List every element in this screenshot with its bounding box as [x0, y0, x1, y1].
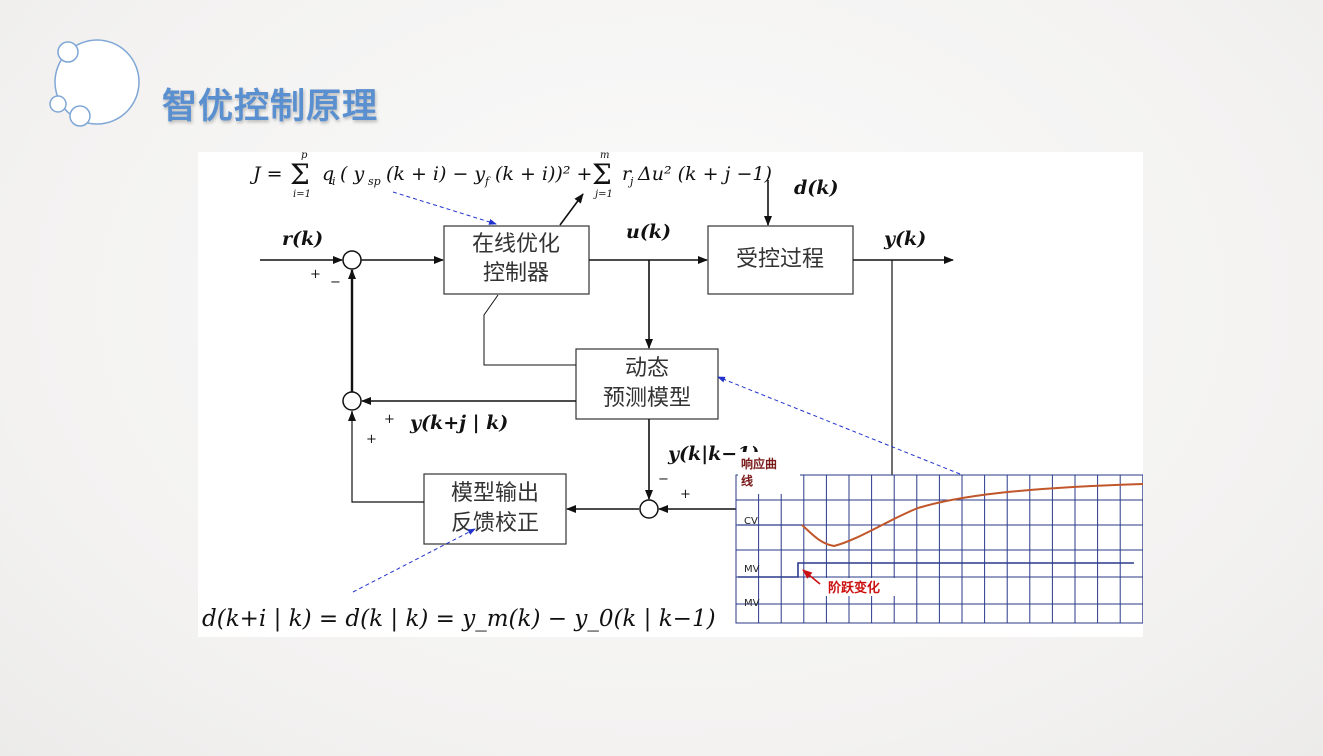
svg-text:p: p — [301, 152, 308, 161]
mv1-label: MV — [744, 564, 760, 575]
prediction-model-block: 动态 预测模型 — [575, 348, 719, 420]
svg-text:−: − — [330, 275, 341, 290]
svg-text:+: + — [680, 487, 691, 502]
svg-text:预测模型: 预测模型 — [603, 386, 691, 411]
svg-text:r: r — [622, 163, 633, 185]
chart-title-line2: 线 — [741, 473, 753, 488]
svg-text:+: + — [384, 412, 395, 427]
cv-label: CV — [744, 516, 758, 527]
optimizer-block: 在线优化 控制器 — [443, 225, 590, 295]
svg-text:(k + i) − y: (k + i) − y — [386, 163, 485, 185]
svg-text:j: j — [627, 175, 634, 188]
svg-text:Σ: Σ — [290, 158, 310, 191]
svg-text:在线优化: 在线优化 — [472, 232, 560, 257]
process-block: 受控过程 — [707, 225, 854, 295]
mv2-label: MV — [744, 598, 760, 609]
small-bubble-icon — [57, 41, 79, 63]
svg-text:i=1: i=1 — [293, 189, 311, 200]
summing-junction-1 — [342, 250, 362, 270]
svg-text:+: + — [366, 432, 377, 447]
response-chart: 响应曲 线 CV MV MV 阶跃变化 — [735, 452, 1143, 624]
svg-text:J =: J = — [249, 163, 283, 185]
step-change-annotation: 阶跃变化 — [828, 580, 880, 596]
small-bubble-icon — [69, 105, 91, 127]
svg-text:i: i — [332, 175, 336, 188]
annotation-arrow — [802, 569, 821, 585]
svg-text:q: q — [322, 163, 334, 185]
signal-y-label: y(k) — [883, 228, 926, 250]
svg-text:j=1: j=1 — [593, 189, 613, 200]
chart-grid — [736, 475, 1143, 623]
disturbance-equation: d(k+i | k) = d(k | k) = y_m(k) − y_0(k |… — [202, 606, 716, 632]
svg-text:受控过程: 受控过程 — [736, 247, 824, 272]
signal-prediction-label: y(k+j | k) — [409, 412, 508, 434]
svg-text:sp: sp — [368, 175, 381, 188]
svg-text:反馈校正: 反馈校正 — [451, 511, 539, 536]
svg-text:(k + i))² +: (k + i))² + — [495, 163, 592, 185]
svg-text:模型输出: 模型输出 — [451, 481, 539, 506]
page-title: 智优控制原理 — [162, 87, 379, 127]
signal-r-label: r(k) — [282, 228, 323, 250]
summing-junction-3 — [639, 499, 659, 519]
chart-title: 响应曲 — [741, 456, 777, 471]
large-bubble-icon — [54, 39, 140, 125]
response-curve — [801, 483, 1143, 548]
svg-text:+: + — [310, 267, 321, 282]
svg-text:Σ: Σ — [592, 158, 612, 191]
dashed-pointers — [352, 191, 961, 593]
summing-junction-2 — [342, 391, 362, 411]
svg-text:−: − — [658, 472, 669, 487]
signal-model-output-label: y(k|k−1) — [667, 443, 759, 465]
bubble-decoration-icon — [49, 39, 140, 127]
small-bubble-icon — [49, 95, 67, 113]
svg-text:Δu² (k + j −1): Δu² (k + j −1) — [637, 163, 772, 185]
svg-text:m: m — [600, 152, 609, 161]
chart-title-background — [738, 452, 800, 494]
svg-text:( y: ( y — [340, 163, 364, 185]
annotation-background — [824, 578, 904, 596]
signal-u-label: u(k) — [626, 221, 671, 243]
svg-text:f: f — [484, 175, 491, 188]
svg-text:控制器: 控制器 — [483, 261, 549, 286]
mv-step-line — [738, 562, 1134, 578]
signal-d-label: d(k) — [794, 177, 838, 199]
feedback-correction-block: 模型输出 反馈校正 — [423, 473, 567, 545]
svg-text:动态: 动态 — [625, 356, 669, 381]
